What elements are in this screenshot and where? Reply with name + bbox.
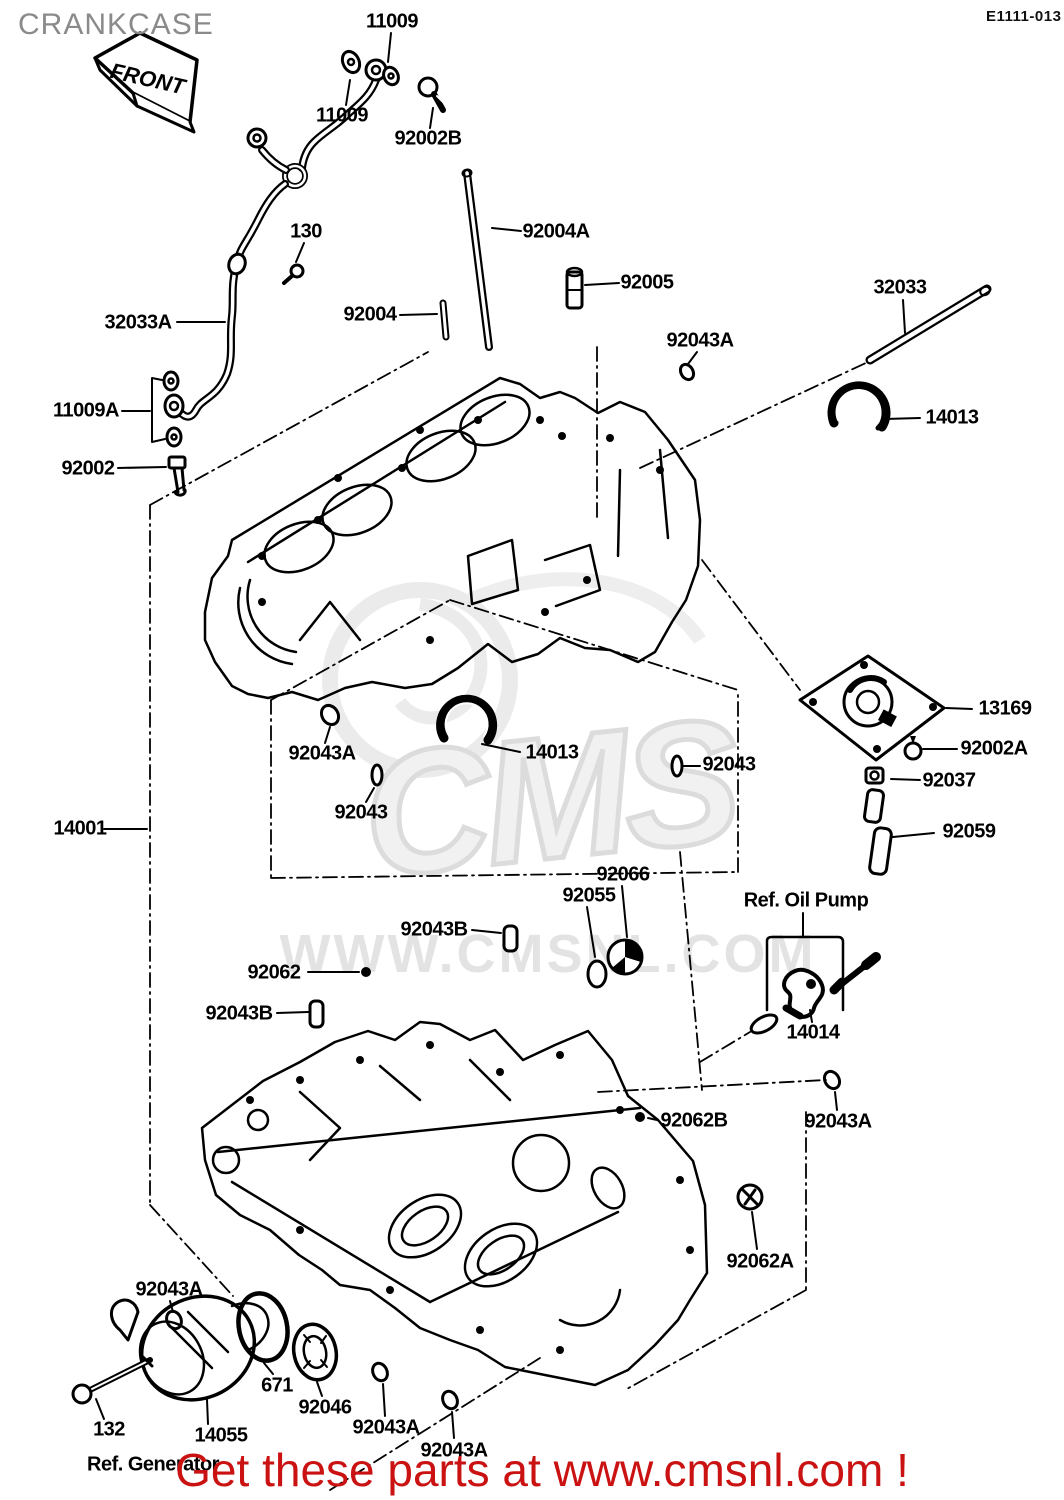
part-label-132[interactable]: 132 [93,1418,125,1441]
part-label-671[interactable]: 671 [261,1374,293,1397]
front-arrow-sign: FRONT [93,31,199,134]
watermark-logo: CMS [354,682,747,915]
part-label-92043A-5[interactable]: 92043A [352,1416,420,1439]
part-label-92066[interactable]: 92066 [596,863,650,886]
part-label-92043B-2[interactable]: 92043B [205,1002,273,1025]
part-label-11009-1[interactable]: 11009 [365,10,419,33]
lower-crankcase-half [200,1020,709,1387]
part-label-92046[interactable]: 92046 [298,1396,352,1419]
cap-92043A-3 [822,1069,842,1091]
part-label-14013-1[interactable]: 14013 [925,406,979,429]
part-label-11009-2[interactable]: 11009 [315,104,369,127]
cap-92043A-2 [319,703,341,727]
stud-92004 [439,299,450,341]
cap-92066 [606,938,644,976]
projection-lines [149,346,869,1491]
union-bracket-11009A [151,370,185,448]
pin-92005 [565,266,584,310]
part-label-92043A-3[interactable]: 92043A [804,1110,872,1133]
part-label-92004[interactable]: 92004 [343,303,397,326]
cap-92043A-6 [441,1389,459,1411]
part-label-92043-1[interactable]: 92043 [702,753,756,776]
part-label-92062A[interactable]: 92062A [726,1250,794,1273]
promo-banner[interactable]: Get these parts at www.cmsnl.com ! [175,1444,909,1496]
banjo-bolt-92002B [417,76,446,113]
upper-crankcase-half [203,376,702,702]
ref-label-generator[interactable]: Ref. Generator [87,1453,219,1476]
part-label-92055[interactable]: 92055 [562,884,616,907]
stud-92004A [461,168,493,351]
part-label-14014[interactable]: 14014 [786,1021,840,1044]
part-label-14055[interactable]: 14055 [194,1424,248,1447]
part-label-92002[interactable]: 92002 [61,457,115,480]
pipe-92059 [862,788,893,876]
ref-label-oil-pump[interactable]: Ref. Oil Pump [743,889,869,912]
part-label-92043A-6[interactable]: 92043A [420,1439,488,1462]
part-label-14001[interactable]: 14001 [53,817,107,840]
oring-671 [236,1291,290,1363]
part-label-14013-2[interactable]: 14013 [525,741,579,764]
screw-130 [282,263,305,285]
plug-92062A [736,1183,764,1211]
fiche-code: E1111-013 [986,8,1062,25]
pin-92043B-2 [308,999,325,1029]
pin-92043B-1 [502,924,519,953]
part-label-92002A[interactable]: 92002A [960,737,1028,760]
part-label-92002B[interactable]: 92002B [394,127,462,150]
part-label-92037[interactable]: 92037 [922,769,976,792]
dot-92062B [635,1112,645,1122]
part-label-92043-2[interactable]: 92043 [334,801,388,824]
part-label-92062B[interactable]: 92062B [660,1109,728,1132]
ring-half-14013-center [436,694,498,745]
ring-92055 [586,959,608,989]
part-label-130[interactable]: 130 [290,220,322,243]
part-label-92043A-1[interactable]: 92043A [666,329,734,352]
part-label-13169[interactable]: 13169 [978,697,1032,720]
watermark-url: WWW.CMSNL.COM [280,924,817,984]
part-label-92059[interactable]: 92059 [942,820,996,843]
page-title: CRANKCASE [18,8,214,41]
bolt-132 [71,1354,154,1405]
cap-92043A-4 [165,1309,183,1331]
oil-pump-ref-group [749,935,881,1035]
cap-92043A-5 [371,1361,389,1383]
part-label-92043A-2[interactable]: 92043A [288,742,356,765]
cap-92043A-1 [678,362,696,382]
generator-cover-14055 [110,1294,270,1402]
part-label-92043B-1[interactable]: 92043B [400,918,468,941]
part-label-32033[interactable]: 32033 [873,276,927,299]
dot-92062 [361,967,371,977]
nut-92037 [864,766,885,785]
pin-92043-right [670,754,684,778]
oil-pipe-assembly [173,49,400,421]
bolt-92002A [903,736,923,761]
part-label-92062[interactable]: 92062 [247,961,301,984]
part-label-92004A[interactable]: 92004A [522,220,590,243]
leader-lines [95,32,973,1439]
rod-32033 [865,284,992,365]
part-label-32033A[interactable]: 32033A [104,311,172,334]
part-label-92043A-4[interactable]: 92043A [135,1278,203,1301]
ring-half-14013-right [827,381,891,432]
part-label-92005[interactable]: 92005 [620,271,674,294]
part-label-11009A[interactable]: 11009A [53,399,119,422]
seal-92046 [291,1322,339,1382]
breather-plate-13169 [798,654,946,762]
pin-92043-left [370,763,384,787]
